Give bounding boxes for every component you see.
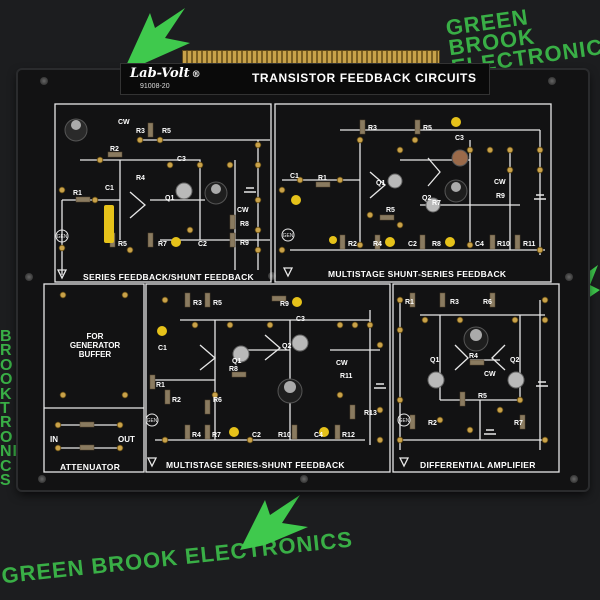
q2-label: Q2	[510, 357, 519, 364]
panel-multistage-series-shunt-label: MULTISTAGE SERIES-SHUNT FEEDBACK	[166, 460, 345, 470]
q1-label: Q1	[376, 180, 385, 187]
q1-label: Q1	[430, 357, 439, 364]
r8-label: R8	[432, 241, 441, 248]
r1-label: R1	[73, 190, 82, 197]
screw-icon	[40, 77, 48, 85]
c4-label: C4	[475, 241, 484, 248]
screw-icon	[25, 273, 33, 281]
r10-label: R10	[497, 241, 510, 248]
c3-label: C3	[177, 156, 186, 163]
gen-label: GEN	[147, 418, 158, 424]
c1-label: C1	[158, 345, 167, 352]
r4-label: R4	[192, 432, 201, 439]
r6-label: R6	[213, 397, 222, 404]
panel-attenuator-label: ATTENUATOR	[60, 462, 121, 472]
gen-label: GEN	[57, 234, 68, 240]
r9-label: R9	[496, 193, 505, 200]
r7-label: R7	[212, 432, 221, 439]
r3-label: R3	[450, 299, 459, 306]
tree-logo-icon	[125, 8, 190, 68]
r5-label: R5	[118, 241, 127, 248]
c2-label: C2	[408, 241, 417, 248]
r7-label: R7	[432, 200, 441, 207]
q2-label: Q2	[282, 343, 291, 350]
r4-label: R4	[469, 353, 478, 360]
panel-multistage-shunt-series-label: MULTISTAGE SHUNT-SERIES FEEDBACK	[328, 269, 507, 279]
cw-label: CW	[336, 360, 348, 367]
c3-label: C3	[455, 135, 464, 142]
r1-label: R1	[156, 382, 165, 389]
r12-label: R12	[342, 432, 355, 439]
r7-label: R7	[158, 241, 167, 248]
panel-generator-buffer-label: FOR GENERATOR BUFFER	[69, 332, 121, 359]
cw-label: CW	[237, 207, 249, 214]
r8-label: R8	[229, 366, 238, 373]
r3-label: R3	[193, 300, 202, 307]
panel-differential-label: DIFFERENTIAL AMPLIFIER	[420, 460, 536, 470]
r13-label: R13	[364, 410, 377, 417]
r3-label: R3	[368, 125, 377, 132]
r5-label: R5	[213, 300, 222, 307]
c4-label: C4	[314, 432, 323, 439]
cw-label: CW	[484, 371, 496, 378]
r1-label: R1	[318, 175, 327, 182]
r9-label: R9	[240, 240, 249, 247]
screw-icon	[300, 475, 308, 483]
q1-label: Q1	[232, 358, 241, 365]
brand-bar	[120, 63, 490, 95]
r10-label: R10	[278, 432, 291, 439]
c2-label: C2	[252, 432, 261, 439]
r6-label: R6	[483, 299, 492, 306]
r2-label: R2	[428, 420, 437, 427]
screw-icon	[548, 77, 556, 85]
cw-label: CW	[118, 119, 130, 126]
r11-label: R11	[523, 241, 536, 248]
r5-label: R5	[162, 128, 171, 135]
r4-label: R4	[373, 241, 382, 248]
gen-label: GEN	[399, 418, 410, 424]
c1-label: C1	[105, 185, 114, 192]
r2-label: R2	[110, 146, 119, 153]
r7-label: R7	[514, 420, 523, 427]
screw-icon	[570, 475, 578, 483]
model-number: 91008-20	[140, 83, 170, 90]
cw-label: CW	[494, 179, 506, 186]
tree-logo-icon	[240, 495, 308, 550]
circuit-board	[18, 70, 588, 490]
r4-label: R4	[136, 175, 145, 182]
panel-series-feedback-label: SERIES FEEDBACK/SHUNT FEEDBACK	[83, 272, 254, 282]
brand-logo: Lab-Volt®	[130, 66, 201, 81]
attenuator-in-label: IN	[50, 435, 58, 444]
watermark-left: BROOK TRONICS	[0, 328, 18, 489]
c2-label: C2	[198, 241, 207, 248]
r5-label: R5	[386, 207, 395, 214]
r11-label: R11	[340, 373, 353, 380]
screw-icon	[268, 272, 276, 280]
r2-label: R2	[348, 241, 357, 248]
r8-label: R8	[240, 221, 249, 228]
r3-label: R3	[136, 128, 145, 135]
r1-label: R1	[405, 299, 414, 306]
board-title: TRANSISTOR FEEDBACK CIRCUITS	[252, 71, 477, 85]
attenuator-out-label: OUT	[118, 435, 135, 444]
screw-icon	[38, 475, 46, 483]
r5-label: R5	[478, 393, 487, 400]
r9-label: R9	[280, 301, 289, 308]
r2-label: R2	[172, 397, 181, 404]
r5-label: R5	[423, 125, 432, 132]
q1-label: Q1	[165, 195, 174, 202]
gen-label: GEN	[283, 233, 294, 239]
c1-label: C1	[290, 173, 299, 180]
q2-label: Q2	[422, 195, 431, 202]
c3-label: C3	[296, 316, 305, 323]
screw-icon	[565, 273, 573, 281]
